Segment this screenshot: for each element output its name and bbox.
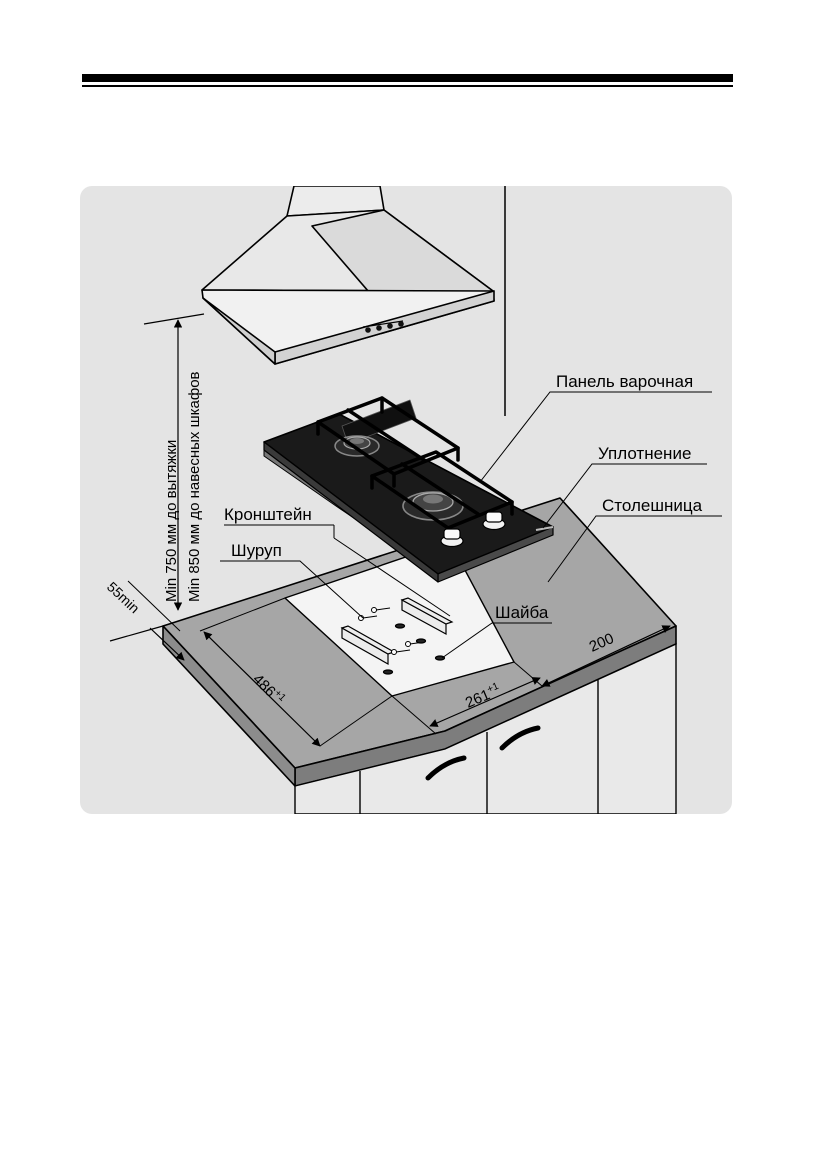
dim-486-ext-top bbox=[199, 597, 286, 632]
leader-screw bbox=[220, 560, 364, 619]
label-washer: Шайба bbox=[495, 603, 549, 622]
dim-55-label: 55min bbox=[104, 578, 143, 616]
dim-55-extension bbox=[127, 580, 181, 632]
leader-countertop bbox=[547, 515, 722, 583]
hood-control-buttons bbox=[365, 321, 404, 333]
range-hood bbox=[201, 186, 495, 365]
dim-261-ext-left bbox=[391, 695, 437, 735]
dim-55-arrow bbox=[149, 627, 185, 661]
burner-large bbox=[402, 491, 464, 521]
leader-seal bbox=[542, 463, 707, 529]
label-seal: Уплотнение bbox=[598, 444, 691, 463]
pan-supports bbox=[316, 396, 514, 542]
base-cabinets bbox=[294, 642, 677, 814]
dim-261-line bbox=[429, 677, 541, 727]
leader-hob-panel bbox=[479, 391, 712, 483]
dim-486-ext-bottom bbox=[319, 695, 393, 747]
label-hob-panel: Панель варочная bbox=[556, 372, 693, 391]
mounting-brackets bbox=[340, 597, 454, 666]
header-rule-thin bbox=[82, 85, 733, 87]
header-rule-thick bbox=[82, 74, 733, 82]
leader-washer bbox=[441, 622, 552, 659]
clearance-cabinets-label: Min 850 мм до навесных шкафов bbox=[186, 371, 203, 602]
dim-200-line bbox=[541, 625, 671, 687]
clearance-hood-label: Min 750 мм до вытяжки bbox=[163, 440, 180, 602]
label-bracket: Кронштейн bbox=[224, 505, 312, 524]
hob-control-knobs bbox=[440, 511, 506, 548]
label-countertop: Столешница bbox=[602, 496, 703, 515]
installation-diagram: Min 750 мм до вытяжки Min 850 мм до наве… bbox=[80, 186, 732, 814]
seal-edge bbox=[535, 526, 554, 531]
countertop-far-edge-extension bbox=[109, 625, 164, 642]
gas-hob bbox=[263, 399, 554, 583]
hood-reference-line bbox=[143, 313, 205, 325]
dim-486-line bbox=[203, 631, 321, 747]
cutout-bracket-leader bbox=[333, 537, 451, 617]
label-screw: Шуруп bbox=[231, 541, 282, 560]
washers bbox=[382, 623, 446, 675]
dim-261-tolerance: +1 bbox=[486, 681, 501, 696]
